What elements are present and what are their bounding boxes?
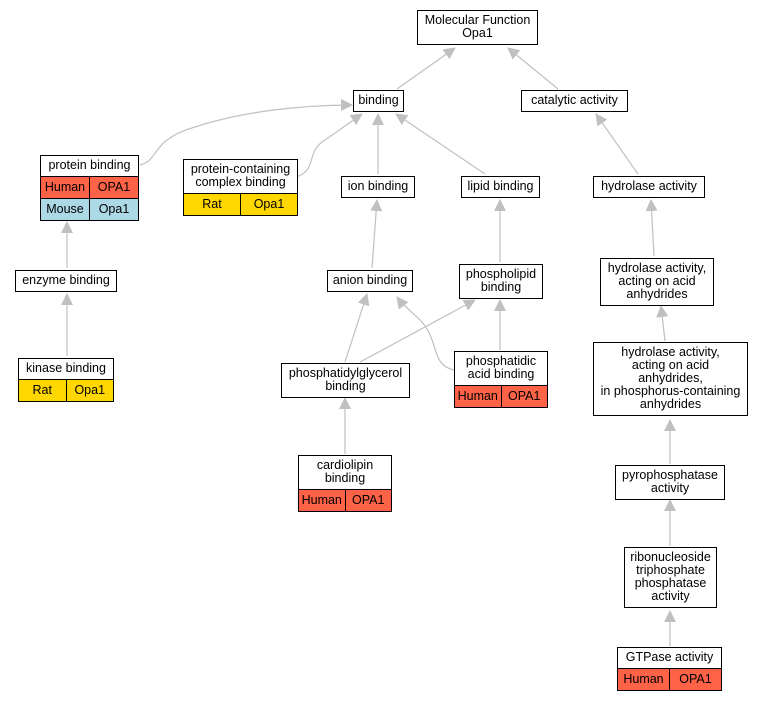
annotation-row: Human OPA1: [41, 176, 138, 198]
annotation-row: Rat Opa1: [184, 193, 297, 215]
node-label: protein binding: [48, 158, 131, 172]
edge-complex-to-binding: [295, 113, 363, 178]
annotation-row: Human OPA1: [618, 668, 721, 690]
gene-cell: Opa1: [89, 199, 138, 220]
edge-pg-to-anion: [344, 293, 370, 363]
node-binding[interactable]: binding: [353, 90, 404, 112]
species-cell: Rat: [19, 380, 66, 401]
species-cell: Human: [618, 669, 669, 690]
species-cell: Rat: [184, 194, 240, 215]
edge-hydacid-to-hydrolase: [645, 199, 658, 257]
species-cell: Human: [299, 490, 345, 511]
species-cell: Human: [41, 177, 89, 198]
edge-hydrolase-to-catalytic: [595, 113, 639, 175]
node-label: GTPase activity: [625, 650, 714, 664]
gene-cell: OPA1: [344, 490, 391, 511]
edge-hydphos-to-hydacid: [656, 305, 669, 342]
node-hydrolase-activity[interactable]: hydrolase activity: [593, 176, 705, 198]
species-cell: Human: [455, 386, 501, 407]
edge-pa-to-anion: [396, 296, 455, 371]
gene-cell: OPA1: [669, 669, 721, 690]
node-ion-binding[interactable]: ion binding: [341, 176, 415, 198]
annotation-row: Mouse Opa1: [41, 198, 138, 220]
node-label: lipid binding: [467, 179, 534, 193]
gene-cell: OPA1: [89, 177, 138, 198]
node-label: catalytic activity: [531, 93, 618, 107]
edge-lipid-to-binding: [395, 113, 486, 175]
species-cell: Mouse: [41, 199, 89, 220]
annotation-row: Human OPA1: [455, 385, 547, 407]
edge-catalytic-to-root: [507, 47, 559, 90]
gene-cell: Opa1: [65, 380, 113, 401]
edge-protein-to-binding: [139, 99, 353, 166]
node-lipid-binding[interactable]: lipid binding: [461, 176, 540, 198]
edge-anion-to-ion: [370, 199, 383, 269]
node-anion-binding[interactable]: anion binding: [327, 270, 413, 292]
node-label: kinase binding: [26, 361, 106, 375]
annotation-row: Human OPA1: [299, 489, 391, 511]
node-label: anion binding: [332, 273, 408, 287]
node-enzyme-binding[interactable]: enzyme binding: [15, 270, 117, 292]
gene-cell: Opa1: [240, 194, 297, 215]
gene-cell: OPA1: [500, 386, 547, 407]
node-label: ion binding: [347, 179, 409, 193]
node-label: binding: [358, 93, 399, 107]
node-label: enzyme binding: [22, 273, 110, 287]
edge-binding-to-root: [396, 47, 456, 90]
node-protein-binding[interactable]: protein binding Human OPA1 Mouse Opa1: [40, 155, 139, 221]
node-gtpase-activity[interactable]: GTPase activity Human OPA1: [617, 647, 722, 691]
node-label: hydrolase activity: [601, 179, 697, 193]
node-kinase-binding[interactable]: kinase binding Rat Opa1: [18, 358, 114, 402]
edge-pg-to-phospholipid: [359, 299, 476, 363]
node-catalytic-activity[interactable]: catalytic activity: [521, 90, 628, 112]
annotation-row: Rat Opa1: [19, 379, 113, 401]
